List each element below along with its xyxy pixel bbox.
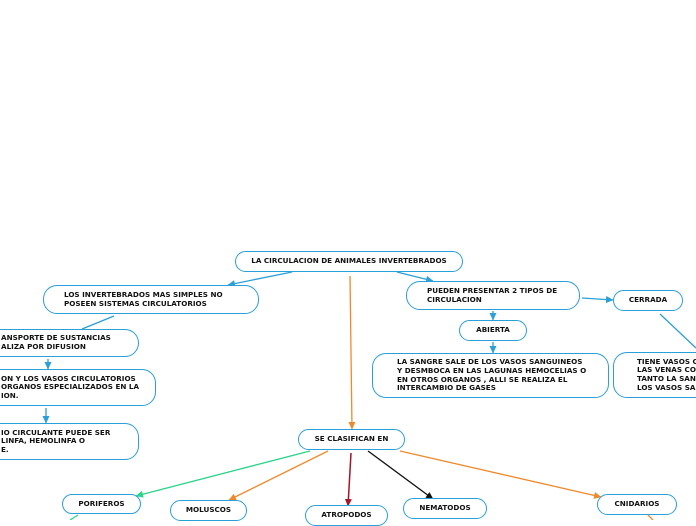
edge-simples-difusion bbox=[81, 315, 115, 330]
edge-poriferos-stub bbox=[69, 514, 79, 520]
node-cerrada-label: CERRADA bbox=[628, 295, 668, 305]
node-root-label: LA CIRCULACION DE ANIMALES INVERTEBRADOS bbox=[251, 256, 447, 266]
node-cnidarios-label: CNIDARIOS bbox=[614, 499, 660, 509]
node-poriferos[interactable]: PORIFEROS bbox=[62, 494, 141, 514]
node-difusion[interactable]: ANSPORTE DE SUSTANCIAS ALIZA POR DIFUSIO… bbox=[0, 329, 139, 357]
node-moluscos[interactable]: MOLUSCOS bbox=[170, 500, 247, 521]
node-clasifican-label: SE CLASIFICAN EN bbox=[314, 434, 389, 444]
node-cerrada[interactable]: CERRADA bbox=[613, 290, 683, 311]
edge-root-tipos bbox=[396, 271, 434, 283]
edge-clasifican-poriferos bbox=[135, 450, 311, 498]
node-root[interactable]: LA CIRCULACION DE ANIMALES INVERTEBRADOS bbox=[235, 251, 463, 272]
edge-tipos-cerrada bbox=[581, 296, 614, 304]
node-simples-label: LOS INVERTEBRADOS MAS SIMPLES NO POSEEN … bbox=[64, 289, 223, 308]
node-organos[interactable]: ON Y LOS VASOS CIRCULATORIOS ORGANOS ESP… bbox=[0, 369, 156, 406]
node-venas-label: TIENE VASOS C LAS VENAS CON TANTO LA SAN… bbox=[637, 356, 696, 392]
node-cnidarios[interactable]: CNIDARIOS bbox=[597, 494, 677, 515]
node-fluido-label: IO CIRCULANTE PUEDE SER LINFA, HEMOLINFA… bbox=[1, 427, 111, 454]
node-fluido[interactable]: IO CIRCULANTE PUEDE SER LINFA, HEMOLINFA… bbox=[0, 423, 139, 460]
node-tipos-label: PUEDEN PRESENTAR 2 TIPOS DE CIRCULACION bbox=[427, 285, 558, 304]
node-abierta-label: ABIERTA bbox=[476, 325, 510, 335]
edge-cerrada-venas bbox=[659, 313, 696, 349]
edge-clasifican-moluscos bbox=[228, 450, 329, 501]
node-sangre-sale-label: LA SANGRE SALE DE LOS VASOS SANGUINEOS Y… bbox=[397, 357, 587, 393]
node-sangre-sale[interactable]: LA SANGRE SALE DE LOS VASOS SANGUINEOS Y… bbox=[372, 353, 609, 398]
edge-clasifican-nematodos bbox=[367, 450, 434, 500]
node-venas[interactable]: TIENE VASOS C LAS VENAS CON TANTO LA SAN… bbox=[613, 352, 696, 398]
edge-clasifican-atropodos bbox=[344, 452, 352, 507]
node-tipos[interactable]: PUEDEN PRESENTAR 2 TIPOS DE CIRCULACION bbox=[406, 281, 580, 310]
edge-root-clasifican bbox=[348, 275, 356, 430]
node-nematodos-label: NEMATODOS bbox=[419, 503, 471, 513]
node-simples[interactable]: LOS INVERTEBRADOS MAS SIMPLES NO POSEEN … bbox=[43, 285, 259, 314]
node-organos-label: ON Y LOS VASOS CIRCULATORIOS ORGANOS ESP… bbox=[1, 373, 140, 400]
node-poriferos-label: PORIFEROS bbox=[78, 498, 125, 508]
node-moluscos-label: MOLUSCOS bbox=[185, 505, 232, 515]
edge-cnidarios-stub bbox=[647, 514, 654, 520]
edge-clasifican-cnidarios bbox=[399, 450, 602, 499]
node-abierta[interactable]: ABIERTA bbox=[459, 320, 527, 341]
edge-root-simples bbox=[227, 271, 293, 288]
node-difusion-label: ANSPORTE DE SUSTANCIAS ALIZA POR DIFUSIO… bbox=[1, 333, 111, 351]
node-clasifican[interactable]: SE CLASIFICAN EN bbox=[298, 429, 405, 450]
node-atropodos-label: ATROPODOS bbox=[321, 510, 372, 520]
node-atropodos[interactable]: ATROPODOS bbox=[305, 505, 388, 526]
node-nematodos[interactable]: NEMATODOS bbox=[403, 498, 487, 519]
